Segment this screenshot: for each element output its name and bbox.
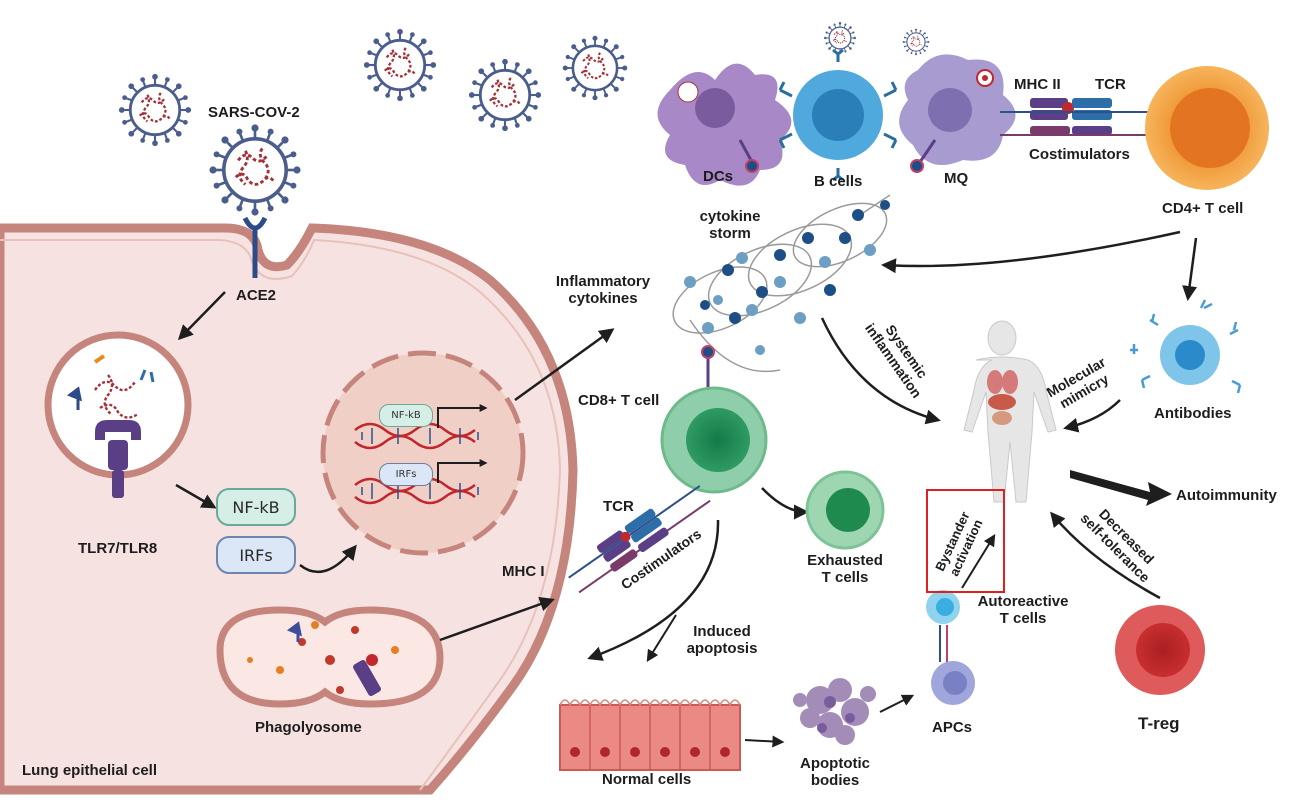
label-mq: MQ <box>944 170 969 187</box>
irfs-small-box: IRFs <box>379 463 433 486</box>
nfkb-box: NF-kB <box>216 488 296 526</box>
label-mhc-ii: MHC II <box>1014 76 1061 93</box>
label-normal-cells: Normal cells <box>602 771 692 788</box>
nfkb-small-box: NF-kB <box>379 404 433 427</box>
label-ace2: ACE2 <box>236 287 277 304</box>
highlight-box <box>926 489 1005 593</box>
label-cd8-t-cell: CD8+ T cell <box>578 392 660 409</box>
dc-cell <box>657 63 792 186</box>
label-costimulators-top: Costimulators <box>1029 146 1130 163</box>
irfs-box: IRFs <box>216 536 296 574</box>
label-antibodies: Antibodies <box>1154 405 1232 422</box>
label-autoimmunity: Autoimmunity <box>1176 487 1277 504</box>
label-phagolysosome: Phagolyosome <box>255 719 362 736</box>
tlr-receptor-icon <box>95 420 141 498</box>
ace2-receptor-icon <box>242 216 268 278</box>
human-body-icon <box>963 320 1057 503</box>
label-tcr-top: TCR <box>1095 76 1126 93</box>
label-tlr7-tlr8: TLR7/TLR8 <box>78 540 158 557</box>
label-b-cells: B cells <box>814 173 863 190</box>
label-dcs: DCs <box>703 168 734 185</box>
macrophage-cell <box>899 54 1016 173</box>
label-t-reg: T-reg <box>1138 714 1180 733</box>
label-sars-cov-2: SARS-COV-2 <box>208 104 300 121</box>
label-apcs: APCs <box>932 719 973 736</box>
label-tcr-mid: TCR <box>603 498 634 515</box>
label-lung-epithelial-cell: Lung epithelial cell <box>22 762 158 779</box>
normal-cells <box>559 699 741 771</box>
label-mhc-i: MHC I <box>502 563 545 580</box>
label-cd4-t-cell: CD4+ T cell <box>1162 200 1244 217</box>
b-cell <box>778 48 898 182</box>
antibody-icon <box>1130 299 1242 394</box>
